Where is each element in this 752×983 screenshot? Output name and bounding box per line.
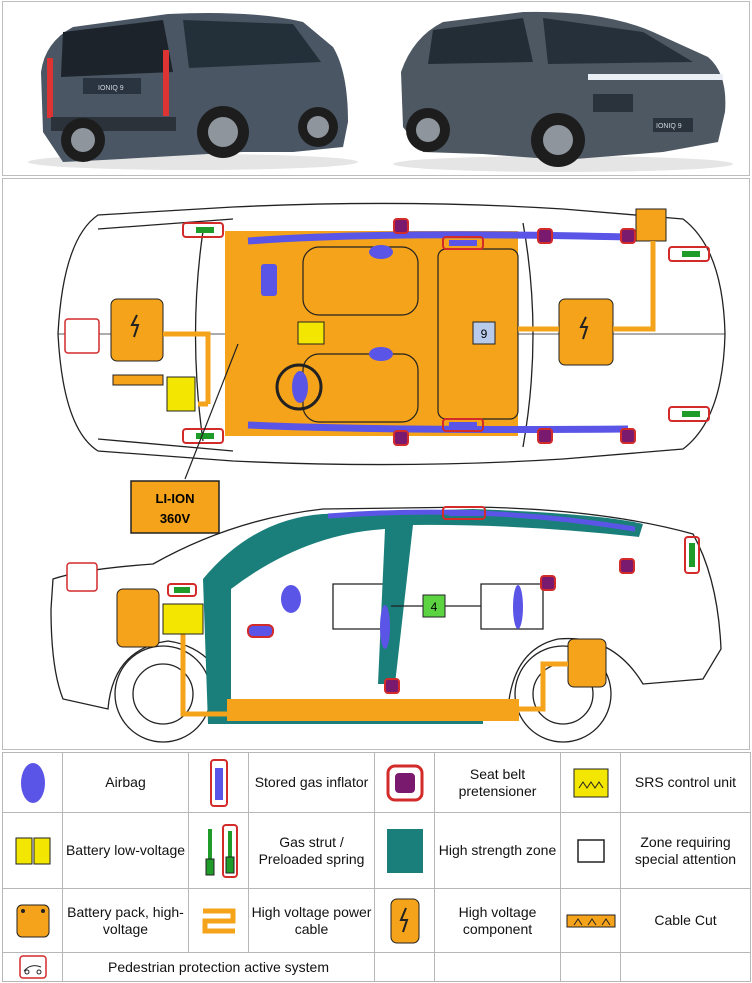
legend-gas-strut-label: Gas strut / Preloaded spring xyxy=(248,812,375,889)
curtain-airbag-top-left xyxy=(247,231,629,245)
curtain-airbag-top-right xyxy=(247,421,629,433)
pedestrian-protection-icon xyxy=(64,318,100,354)
airbag-icon xyxy=(380,605,390,649)
cable-cut-top xyxy=(112,374,164,386)
rescue-diagram: 9 xyxy=(2,178,750,750)
stored-gas-inflator-side xyxy=(442,506,486,520)
gas-struts-top xyxy=(182,222,710,444)
hv-component-side-rear xyxy=(567,638,607,688)
legend-lv-battery-icon xyxy=(2,812,63,889)
zone-marker-side-label: 4 xyxy=(431,600,438,614)
hv-battery-side xyxy=(227,699,519,721)
legend-hv-battery-icon xyxy=(2,888,63,953)
pedestrian-protection-icon xyxy=(66,562,98,592)
hv-bolt-icon xyxy=(579,316,589,340)
legend-inflator-icon xyxy=(188,752,249,813)
airbag-icon xyxy=(261,264,277,296)
legend-special-zone-icon xyxy=(560,812,621,889)
srs-control-unit xyxy=(297,321,325,345)
airbag-icon xyxy=(369,347,393,361)
airbag-icon xyxy=(281,585,301,613)
rescue-diagram-svg: 9 xyxy=(50,202,726,743)
legend-cable-cut-icon xyxy=(560,888,621,953)
legend-hv-battery-label: Battery pack, high-voltage xyxy=(62,888,189,953)
high-strength-zone-side xyxy=(203,509,643,724)
vehicle-photos: IONIQ 9 IONIQ 9 xyxy=(2,1,750,176)
gas-strut-side-front xyxy=(167,583,197,597)
stored-gas-inflators-top xyxy=(442,236,484,432)
curtain-airbag-side xyxy=(327,509,636,532)
vehicle-photos-svg: IONIQ 9 IONIQ 9 xyxy=(28,11,733,172)
legend-high-strength-label: High strength zone xyxy=(434,812,561,889)
legend-hv-component-icon xyxy=(374,888,435,953)
legend-hv-cable-label: High voltage power cable xyxy=(248,888,375,953)
seat-belt-pretensioners-side xyxy=(384,558,635,694)
airbag-icon xyxy=(513,585,523,629)
hv-component-rear-top xyxy=(635,208,667,242)
airbag-icon xyxy=(369,245,393,259)
car-rear-view: IONIQ 9 xyxy=(28,13,358,170)
hv-cable-side xyxy=(180,634,568,717)
steering-wheel xyxy=(275,363,323,411)
side-view xyxy=(50,506,722,743)
legend-special-zone-label: Zone requiring special attention xyxy=(620,812,751,889)
legend-pedestrian-icon xyxy=(2,952,63,982)
hv-component-side-front xyxy=(116,588,160,648)
battery-spec-box xyxy=(130,480,220,534)
legend-high-strength-icon xyxy=(374,812,435,889)
legend-airbag-icon xyxy=(2,752,63,813)
legend-hv-component-label: High voltage component xyxy=(434,888,561,953)
legend-hv-cable-icon xyxy=(188,888,249,953)
legend-lv-battery-label: Battery low-voltage xyxy=(62,812,189,889)
car-front-view: IONIQ 9 xyxy=(393,11,733,172)
gas-strut-side-rear xyxy=(684,536,700,574)
rear-badge: IONIQ 9 xyxy=(98,85,124,92)
battery-spec-line1: LI-ION xyxy=(156,491,195,506)
legend-pretensioner-icon xyxy=(374,752,435,813)
front-badge: IONIQ 9 xyxy=(656,123,682,130)
legend-srs-label: SRS control unit xyxy=(620,752,751,813)
zone-marker-top-label: 9 xyxy=(481,327,488,341)
legend-cable-cut-label: Cable Cut xyxy=(620,888,751,953)
battery-spec-line2: 360V xyxy=(160,511,191,526)
hv-cable xyxy=(163,241,656,407)
legend-pretensioner-label: Seat belt pretensioner xyxy=(434,752,561,813)
battery-label-leader xyxy=(184,343,239,480)
zone-marker-top xyxy=(472,321,496,345)
legend-table: Airbag Stored gas inflator Seat belt pre… xyxy=(2,752,751,982)
legend-pedestrian-label: Pedestrian protection active system xyxy=(62,952,375,982)
hv-bolt-icon xyxy=(130,314,140,338)
legend-inflator-label: Stored gas inflator xyxy=(248,752,375,813)
legend-srs-icon xyxy=(560,752,621,813)
seat-belt-pretensioners-top xyxy=(393,218,636,446)
battery-lv-top xyxy=(166,376,196,412)
zone-marker-side xyxy=(422,594,446,618)
battery-lv-side xyxy=(162,603,204,635)
legend-airbag-label: Airbag xyxy=(62,752,189,813)
airbag-icon xyxy=(292,371,308,403)
knee-airbag xyxy=(247,624,274,638)
legend-gas-strut-icon xyxy=(188,812,249,889)
